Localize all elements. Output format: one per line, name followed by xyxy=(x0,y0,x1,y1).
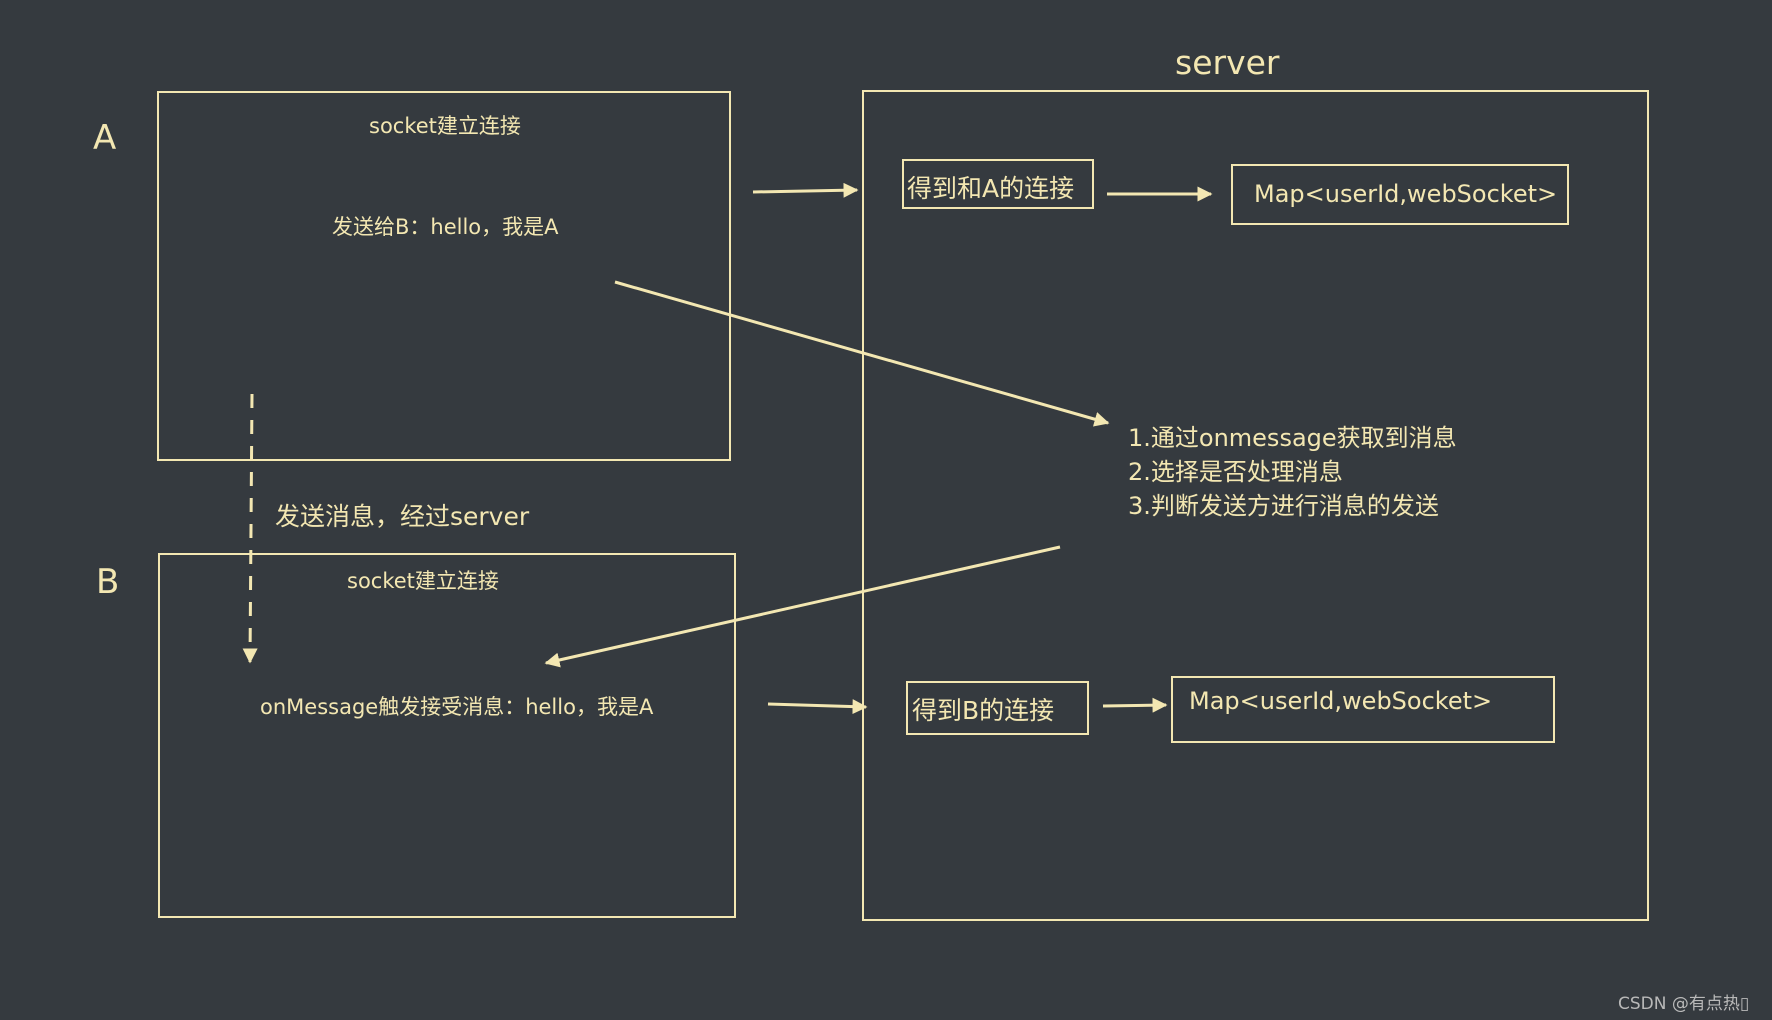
server-step-1: 1.通过onmessage获取到消息 xyxy=(1128,424,1457,452)
server-map-a-label: Map<userId,webSocket> xyxy=(1254,180,1558,208)
client-b-connect-text: socket建立连接 xyxy=(347,569,499,593)
server-conn-a-box xyxy=(902,159,1094,209)
client-a-box xyxy=(157,91,731,461)
arrow-a-to-server xyxy=(752,182,859,198)
client-b-receive-text: onMessage触发接受消息：hello，我是A xyxy=(260,695,654,719)
client-b-box xyxy=(158,553,736,918)
server-conn-a-label: 得到和A的连接 xyxy=(907,174,1075,203)
server-title: server xyxy=(1175,43,1280,82)
server-map-b-label: Map<userId,webSocket> xyxy=(1189,687,1493,715)
client-a-label: A xyxy=(93,118,117,158)
server-step-3: 3.判断发送方进行消息的发送 xyxy=(1128,492,1439,520)
server-map-a-box xyxy=(1231,164,1569,225)
watermark: CSDN @有点热▯ xyxy=(1618,994,1750,1014)
server-conn-b-box xyxy=(906,681,1089,735)
server-conn-b-label: 得到B的连接 xyxy=(912,696,1055,725)
server-box xyxy=(862,90,1649,921)
server-step-2: 2.选择是否处理消息 xyxy=(1128,458,1343,486)
server-map-b-box xyxy=(1171,676,1555,743)
client-a-send-text: 发送给B：hello，我是A xyxy=(332,215,559,239)
arrow-b-to-server xyxy=(767,699,868,715)
client-a-connect-text: socket建立连接 xyxy=(369,114,521,138)
relay-note: 发送消息，经过server xyxy=(275,502,530,531)
client-b-label: B xyxy=(96,562,120,602)
